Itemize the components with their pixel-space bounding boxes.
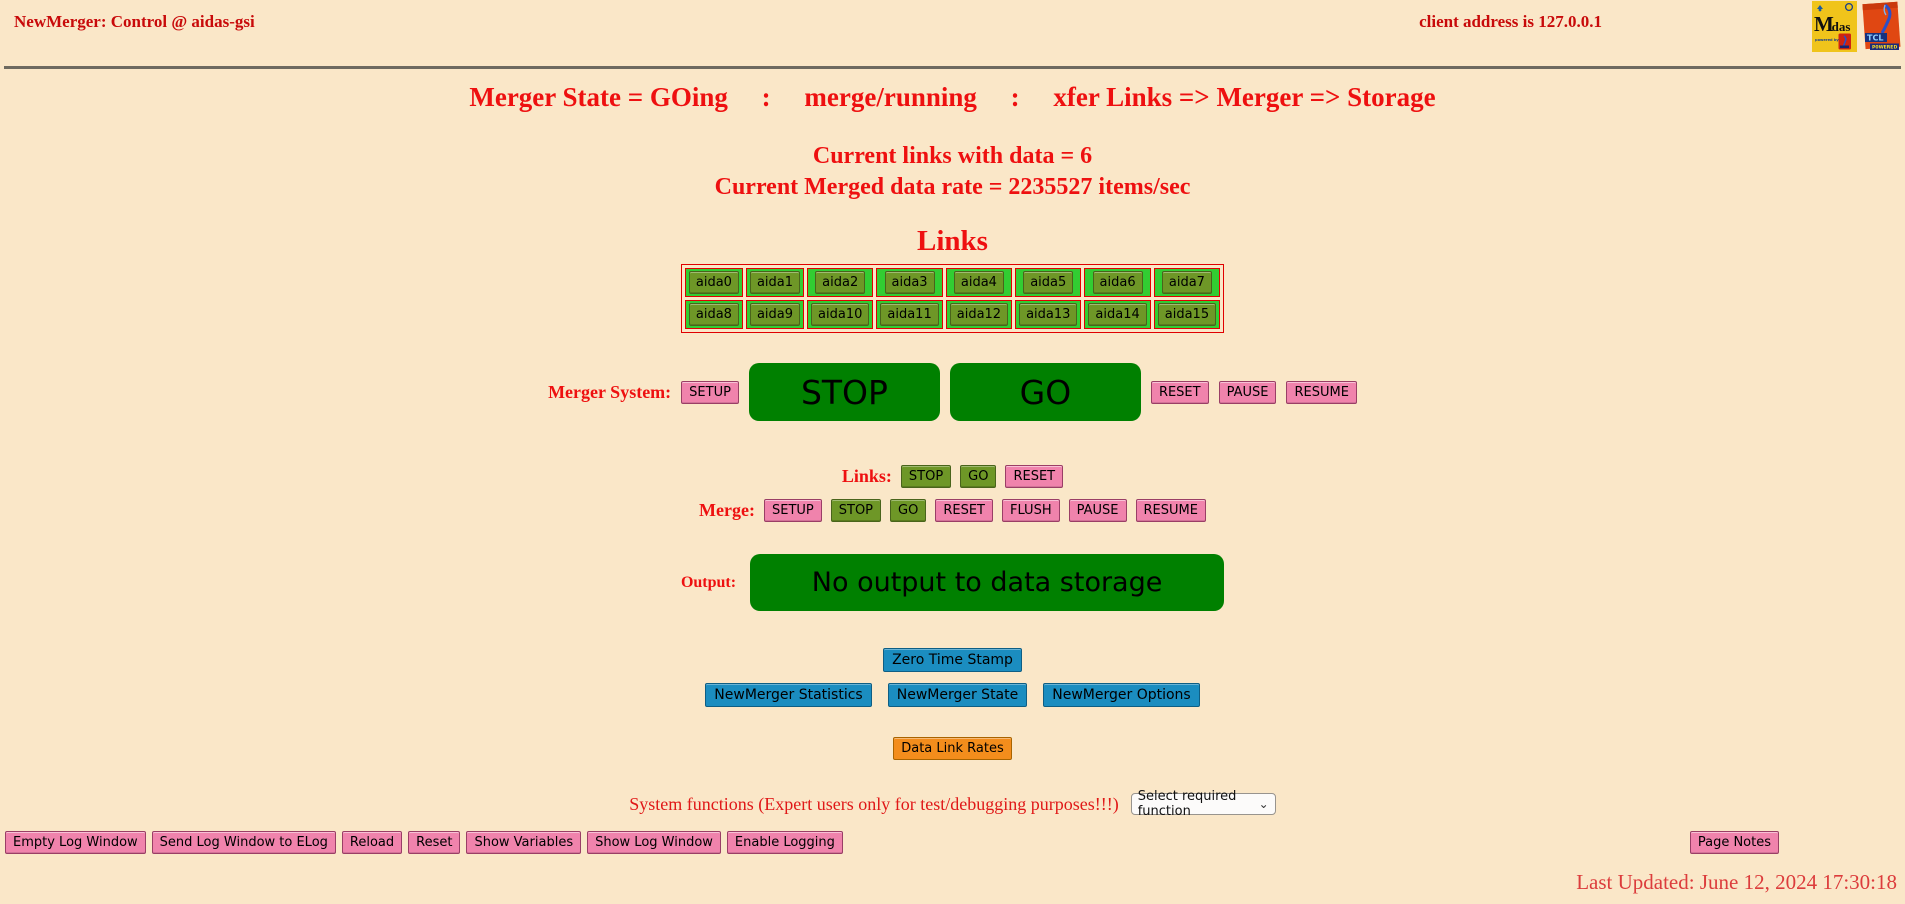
links-reset-button[interactable]: RESET: [1005, 465, 1064, 488]
chevron-down-icon: ⌄: [1258, 797, 1269, 811]
link-button-aida2[interactable]: aida2: [815, 271, 866, 294]
newmerger-statistics-button[interactable]: NewMerger Statistics: [705, 683, 872, 707]
svg-text:TCL: TCL: [1867, 34, 1883, 43]
system-functions-row: System functions (Expert users only for …: [0, 789, 1905, 819]
link-button-aida8[interactable]: aida8: [688, 303, 739, 326]
show-variables-button[interactable]: Show Variables: [466, 831, 582, 854]
logos: M idas powered by TCL P0WERED: [1812, 1, 1902, 52]
show-log-window-button[interactable]: Show Log Window: [587, 831, 721, 854]
merger-setup-button[interactable]: SETUP: [681, 380, 739, 404]
enable-logging-button[interactable]: Enable Logging: [726, 831, 843, 854]
links-heading: Links: [917, 225, 988, 257]
page-notes-wrap: Page Notes: [1689, 831, 1779, 854]
reset-button[interactable]: Reset: [408, 831, 461, 854]
header: NewMerger: Control @ aidas-gsi client ad…: [0, 0, 1905, 66]
svg-text:idas: idas: [1828, 19, 1850, 34]
merge-controls-label: Merge:: [699, 500, 755, 520]
links-stop-button[interactable]: STOP: [900, 465, 952, 488]
links-table: aida0 aida1 aida2 aida3 aida4 aida5 aida…: [680, 264, 1225, 333]
send-log-to-elog-button[interactable]: Send Log Window to ELog: [151, 831, 336, 854]
page-notes-button[interactable]: Page Notes: [1689, 831, 1779, 854]
svg-text:P0WERED: P0WERED: [1872, 45, 1897, 51]
merger-state-line: Merger State = GOing : merge/running : x…: [469, 82, 1436, 112]
link-button-aida14[interactable]: aida14: [1088, 303, 1147, 326]
merger-go-button[interactable]: GO: [949, 363, 1141, 421]
newmerger-options-button[interactable]: NewMerger Options: [1043, 683, 1200, 707]
merge-flush-button[interactable]: FLUSH: [1001, 499, 1060, 522]
links-controls-row: Links: STOP GO RESET: [0, 465, 1905, 488]
merger-pause-button[interactable]: PAUSE: [1218, 380, 1277, 404]
links-table-row: aida0 aida1 aida2 aida3 aida4 aida5 aida…: [684, 268, 1221, 297]
system-functions-label: System functions (Expert users only for …: [629, 793, 1119, 814]
link-button-aida13[interactable]: aida13: [1019, 303, 1078, 326]
merger-resume-button[interactable]: RESUME: [1286, 380, 1357, 404]
links-go-button[interactable]: GO: [960, 465, 997, 488]
last-updated-text: Last Updated: June 12, 2024 17:30:18: [1576, 870, 1897, 894]
header-divider: [4, 66, 1901, 69]
link-button-aida10[interactable]: aida10: [811, 303, 870, 326]
svg-text:M: M: [1814, 12, 1834, 36]
link-button-aida3[interactable]: aida3: [884, 271, 935, 294]
output-status-button[interactable]: No output to data storage: [750, 554, 1225, 611]
link-button-aida7[interactable]: aida7: [1161, 271, 1212, 294]
link-button-aida0[interactable]: aida0: [688, 271, 739, 294]
newmerger-buttons-row: NewMerger Statistics NewMerger State New…: [0, 683, 1905, 707]
link-button-aida5[interactable]: aida5: [1023, 271, 1074, 294]
svg-text:powered by: powered by: [1815, 38, 1839, 42]
data-link-rates-row: Data Link Rates: [0, 737, 1905, 760]
output-row: Output: No output to data storage: [0, 554, 1905, 611]
output-label: Output:: [680, 573, 737, 591]
links-table-row: aida8 aida9 aida10 aida11 aida12 aida13 …: [684, 300, 1221, 329]
link-button-aida6[interactable]: aida6: [1092, 271, 1143, 294]
page-title: NewMerger: Control @ aidas-gsi: [14, 12, 255, 31]
data-link-rates-button[interactable]: Data Link Rates: [893, 737, 1012, 760]
merge-controls-row: Merge: SETUP STOP GO RESET FLUSH PAUSE R…: [0, 499, 1905, 522]
newmerger-state-button[interactable]: NewMerger State: [887, 683, 1028, 707]
zero-time-stamp-row: Zero Time Stamp: [0, 648, 1905, 672]
merge-pause-button[interactable]: PAUSE: [1068, 499, 1127, 522]
link-button-aida11[interactable]: aida11: [880, 303, 939, 326]
merge-stop-button[interactable]: STOP: [830, 499, 882, 522]
merge-reset-button[interactable]: RESET: [935, 499, 993, 522]
merger-system-row: Merger System: SETUP STOP GO RESET PAUSE…: [0, 363, 1905, 421]
system-function-select[interactable]: Select required function ⌄: [1130, 789, 1276, 819]
link-button-aida15[interactable]: aida15: [1157, 303, 1217, 326]
reload-button[interactable]: Reload: [341, 831, 403, 854]
merger-system-label: Merger System:: [548, 381, 672, 402]
link-button-aida9[interactable]: aida9: [749, 303, 801, 326]
empty-log-window-button[interactable]: Empty Log Window: [5, 831, 146, 854]
merge-go-button[interactable]: GO: [890, 499, 927, 522]
system-function-select-value: Select required function: [1137, 789, 1237, 819]
tcl-logo-icon: TCL P0WERED: [1861, 1, 1902, 52]
link-button-aida1[interactable]: aida1: [749, 271, 801, 294]
merge-setup-button[interactable]: SETUP: [763, 499, 822, 522]
midas-logo-icon: M idas powered by: [1812, 1, 1857, 52]
links-with-data-line: Current links with data = 6: [812, 143, 1093, 169]
footer-button-bar: Empty Log Window Send Log Window to ELog…: [5, 831, 843, 854]
merge-resume-button[interactable]: RESUME: [1135, 499, 1206, 522]
merger-reset-button[interactable]: RESET: [1150, 380, 1209, 404]
merged-rate-line: Current Merged data rate = 2235527 items…: [714, 174, 1191, 200]
client-address: client address is 127.0.0.1: [1419, 12, 1602, 31]
link-button-aida12[interactable]: aida12: [949, 303, 1009, 326]
zero-time-stamp-button[interactable]: Zero Time Stamp: [883, 648, 1022, 672]
merger-stop-button[interactable]: STOP: [748, 363, 940, 421]
links-controls-label: Links:: [841, 466, 892, 486]
link-button-aida4[interactable]: aida4: [953, 271, 1004, 294]
